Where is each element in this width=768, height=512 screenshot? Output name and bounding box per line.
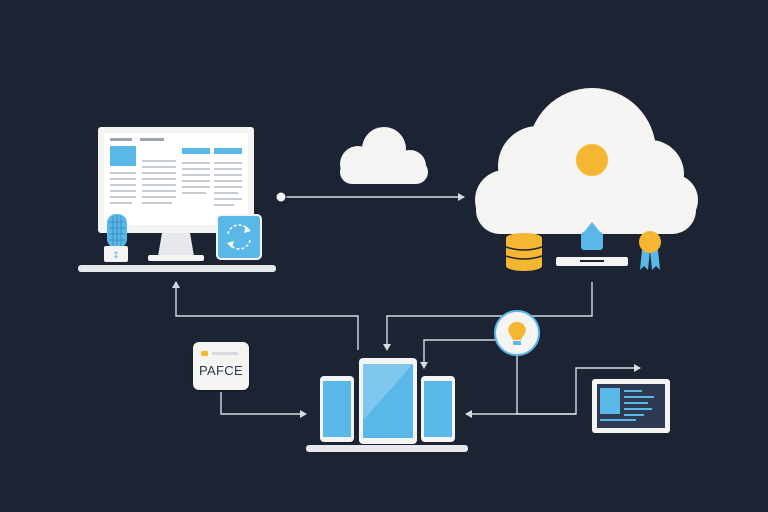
award-badge-icon [639,231,661,270]
database-icon [505,233,543,271]
terminal-laptop-icon [592,379,670,433]
lightbulb-icon [494,310,540,356]
label-card-text: PAFCE [199,363,243,378]
user-upload-icon [556,222,628,266]
desk-shelf [78,265,276,272]
label-card: PAFCE [193,342,249,390]
microphone-icon: ↕ [104,214,128,262]
svg-text:↕: ↕ [112,251,120,261]
label-to-devices-arrow [220,392,307,418]
small-cloud-icon [340,127,428,184]
label-card-line [212,352,238,355]
sync-tablet-icon [216,214,262,260]
mobile-devices-icon [306,358,468,452]
cloud-to-devices-arrow [383,282,593,351]
connectors [172,193,641,418]
connector-dot [275,191,287,203]
desktop-monitor-icon [98,127,254,261]
label-card-accent [201,351,208,356]
sun-icon [576,144,608,176]
devices-to-desktop-arrow [172,281,359,350]
lightbulb-to-devices-arrow [420,339,496,369]
